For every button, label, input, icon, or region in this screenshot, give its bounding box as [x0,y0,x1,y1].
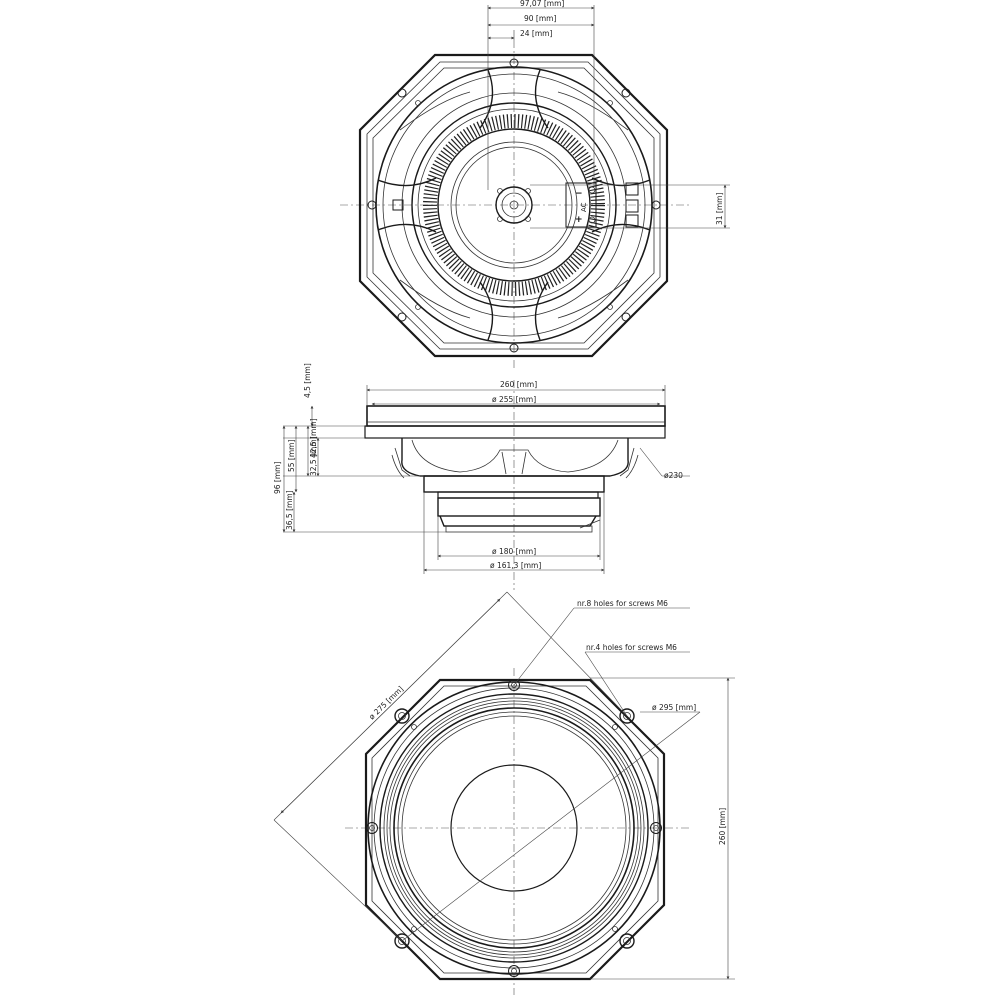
side-dim-260: 260 [mm] [500,380,537,389]
side-dim-4-5: 4,5 [mm] [303,363,312,398]
terminal-minus-label: − [575,189,583,199]
mounting-hole [509,343,519,353]
magnet-fins [423,114,605,296]
vent-plug [495,186,533,224]
holes-8-note: nr.8 holes for screws M6 [577,599,668,608]
side-view: 260 [mm] ø 255 [mm] 4,5 [mm] 32,5 [mm] 4… [273,363,690,590]
side-dim-255: ø 255 [mm] [492,395,536,404]
terminal-plus-label: + [575,215,583,225]
mounting-hole [621,312,631,322]
screw-hole [394,933,410,949]
screw-hole [650,822,662,834]
screw-hole [366,822,378,834]
front-dim-275: ø 275 [mm] [367,684,405,721]
side-dim-161: ø 161,3 [mm] [490,561,541,570]
side-dim-55: 55 [mm] [287,440,296,472]
dust-cap [450,764,578,892]
dim-24: 24 [mm] [520,29,552,38]
mounting-hole [397,312,407,322]
mounting-hole [367,200,377,210]
front-view: ø 275 [mm] ø 295 [mm] nr.8 holes for scr… [273,591,735,995]
screw-hole [619,933,635,949]
dim-90: 90 [mm] [524,14,556,23]
front-dim-260: 260 [mm] [718,808,727,845]
holes-4-note: nr.4 holes for screws M6 [586,643,677,652]
screw-hole [394,708,410,724]
screw-hole [508,679,520,691]
side-dim-230: ø230 [664,471,683,480]
terminal-ac-label: AC [580,202,588,212]
side-dim-180: ø 180 [mm] [492,547,536,556]
side-dim-42-5: 42,5 [mm] [309,418,318,458]
dim-31: 31 [mm] [715,193,724,225]
front-dim-295: ø 295 [mm] [652,703,696,712]
side-dim-96: 96 [mm] [273,462,282,494]
mounting-hole [509,58,519,68]
screw-hole [508,965,520,977]
side-dim-32-5: 32,5 [mm] [309,436,318,476]
mounting-hole [397,88,407,98]
rear-view: − + AC 97,07 [mm] 90 [mm] 24 [mm] 31 [mm… [340,0,730,370]
terminal-plate: − + AC [392,182,639,228]
mounting-hole [651,200,661,210]
screw-hole [619,708,635,724]
dim-97: 97,07 [mm] [520,0,564,8]
mounting-hole [621,88,631,98]
side-dim-36-5: 36,5 [mm] [285,490,294,530]
